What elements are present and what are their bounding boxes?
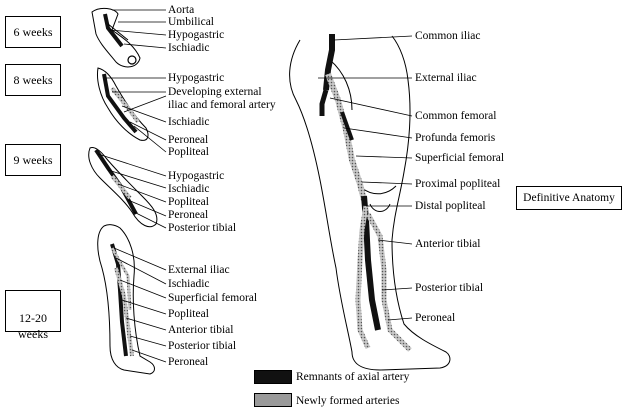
label-adult-anterior-tibial: Anterior tibial <box>415 238 480 251</box>
label-adult-common-femoral: Common femoral <box>415 110 496 123</box>
label-9w-posterior-tibial: Posterior tibial <box>168 222 236 235</box>
stage-9-weeks-box: 9 weeks <box>5 144 61 176</box>
stage-9-weeks-label: 9 weeks <box>14 153 53 167</box>
limb-9-weeks <box>89 147 157 226</box>
label-12w-anterior-tibial: Anterior tibial <box>168 324 233 337</box>
label-adult-proximal-popliteal: Proximal popliteal <box>415 178 500 191</box>
stage-12-20-weeks-box: 12-20 weeks <box>5 290 61 332</box>
definitive-anatomy-label: Definitive Anatomy <box>523 192 615 204</box>
label-6w-umbilical: Umbilical <box>168 16 214 29</box>
legend-newly-swatch <box>254 393 292 407</box>
stage-8-weeks-label: 8 weeks <box>14 73 53 87</box>
definitive-anatomy-box: Definitive Anatomy <box>516 186 622 210</box>
adult-arteries <box>322 34 410 350</box>
label-12w-external-iliac: External iliac <box>168 264 230 277</box>
label-12w-peroneal: Peroneal <box>168 356 208 369</box>
label-8w-developing: Developing external <box>168 86 262 99</box>
legend-remnants-label: Remnants of axial artery <box>296 371 409 384</box>
label-9w-peroneal: Peroneal <box>168 209 208 222</box>
limb-6-weeks <box>92 8 140 67</box>
label-8w-hypogastric: Hypogastric <box>168 72 224 85</box>
stage-12-20-weeks-label: 12-20 weeks <box>18 311 48 341</box>
label-9w-ischiadic: Ischiadic <box>168 183 210 196</box>
label-8w-ischiadic: Ischiadic <box>168 116 210 129</box>
label-9w-popliteal: Popliteal <box>168 196 209 209</box>
label-adult-profunda-femoris: Profunda femoris <box>415 132 495 145</box>
stage-6-weeks-box: 6 weeks <box>5 16 61 48</box>
stage-8-weeks-box: 8 weeks <box>5 64 61 96</box>
stage-6-weeks-label: 6 weeks <box>14 25 53 39</box>
label-adult-superficial-femoral: Superficial femoral <box>415 152 504 165</box>
label-12w-posterior-tibial: Posterior tibial <box>168 340 236 353</box>
label-12w-popliteal: Popliteal <box>168 308 209 321</box>
limb-8-weeks <box>97 68 148 140</box>
label-adult-external-iliac: External iliac <box>415 72 477 85</box>
label-adult-peroneal: Peroneal <box>415 312 455 325</box>
label-8w-iliac-femoral: iliac and femoral artery <box>168 99 276 112</box>
label-6w-hypogastric: Hypogastric <box>168 29 224 42</box>
label-adult-posterior-tibial: Posterior tibial <box>415 282 483 295</box>
limb-12-20-weeks <box>98 225 155 374</box>
leader-lines <box>98 10 412 362</box>
label-8w-popliteal: Popliteal <box>168 146 209 159</box>
label-12w-ischiadic: Ischiadic <box>168 278 210 291</box>
label-adult-common-iliac: Common iliac <box>415 30 480 43</box>
label-9w-hypogastric: Hypogastric <box>168 170 224 183</box>
label-12w-superficial-femoral: Superficial femoral <box>168 292 257 305</box>
legend-newly-label: Newly formed arteries <box>296 395 399 408</box>
label-adult-distal-popliteal: Distal popliteal <box>415 200 486 213</box>
label-6w-ischiadic: Ischiadic <box>168 42 210 55</box>
legend-remnants-swatch <box>254 370 292 384</box>
